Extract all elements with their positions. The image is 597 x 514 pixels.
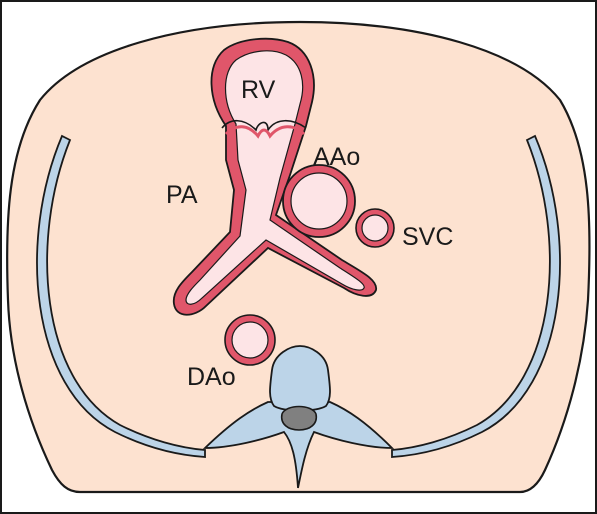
label-aao: AAo	[313, 143, 360, 171]
right-rib	[391, 134, 561, 458]
superior-vena-cava-lumen	[361, 214, 389, 242]
spinal-canal	[280, 405, 318, 431]
left-rib	[36, 134, 206, 458]
pulmonary-artery-lumen	[185, 50, 365, 305]
ascending-aorta-lumen	[290, 172, 348, 230]
label-rv: RV	[241, 76, 276, 104]
vertebral-body	[269, 345, 331, 412]
pulmonary-valve-inner	[224, 125, 306, 139]
label-svc: SVC	[402, 223, 453, 251]
pulmonary-valve	[221, 119, 307, 133]
label-dao: DAo	[187, 363, 236, 391]
descending-aorta-lumen	[231, 321, 269, 359]
label-pa: PA	[166, 181, 198, 209]
vertebral-arch	[202, 401, 395, 489]
